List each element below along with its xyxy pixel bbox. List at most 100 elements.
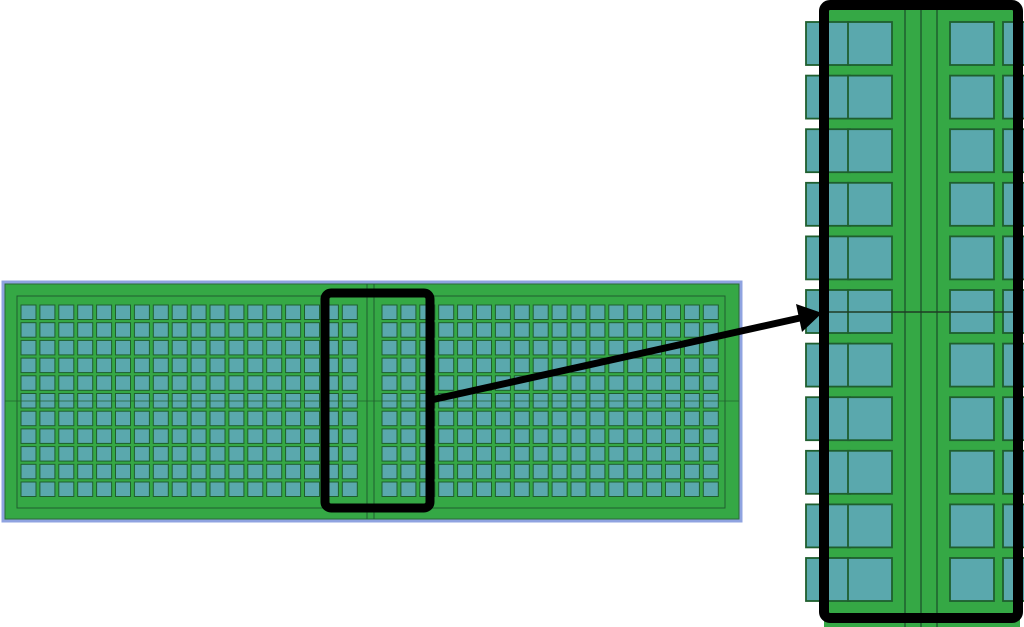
pad xyxy=(949,235,995,281)
pad xyxy=(665,304,681,320)
pad xyxy=(589,481,606,497)
pad xyxy=(476,339,492,356)
pad xyxy=(683,375,700,391)
pad xyxy=(513,446,530,462)
pad xyxy=(400,304,417,320)
pad xyxy=(494,322,511,338)
pad xyxy=(285,463,302,480)
pad xyxy=(847,74,893,120)
pad xyxy=(171,304,188,320)
pad xyxy=(702,339,719,356)
pad xyxy=(39,463,56,480)
pad xyxy=(58,304,75,320)
pad xyxy=(381,428,398,444)
pad xyxy=(551,339,568,356)
pad xyxy=(96,304,113,320)
pad xyxy=(341,304,358,320)
pad xyxy=(285,410,302,427)
pad xyxy=(133,481,150,497)
pad xyxy=(665,410,681,427)
pad xyxy=(646,304,663,320)
pad xyxy=(133,428,150,444)
pad xyxy=(190,339,207,356)
pad xyxy=(133,410,150,427)
pad xyxy=(58,428,75,444)
pad xyxy=(152,463,169,480)
pad xyxy=(608,410,625,427)
pad xyxy=(847,342,893,388)
pad xyxy=(39,357,56,374)
pad xyxy=(381,446,398,462)
pad xyxy=(20,357,37,374)
pad xyxy=(171,410,188,427)
pad xyxy=(683,446,700,462)
pad xyxy=(115,375,131,391)
pad xyxy=(551,304,568,320)
pad xyxy=(39,322,56,338)
zoom-arrow-line xyxy=(430,314,801,404)
pad xyxy=(457,304,474,320)
pad xyxy=(77,428,94,444)
pad xyxy=(209,375,226,391)
pad xyxy=(627,357,644,374)
pad xyxy=(190,428,207,444)
pad xyxy=(589,322,606,338)
pad xyxy=(381,339,398,356)
pad xyxy=(77,322,94,338)
pad xyxy=(702,304,719,320)
pad xyxy=(513,428,530,444)
pad xyxy=(266,446,283,462)
pad xyxy=(58,481,75,497)
pad xyxy=(209,357,226,374)
pad xyxy=(627,304,644,320)
pad xyxy=(77,304,94,320)
pad xyxy=(400,410,417,427)
pad xyxy=(190,410,207,427)
pad xyxy=(476,446,492,462)
pad xyxy=(949,449,995,495)
pad xyxy=(949,503,995,549)
pad xyxy=(589,446,606,462)
detail-frame xyxy=(819,0,1023,623)
pad xyxy=(20,339,37,356)
pad xyxy=(551,428,568,444)
pad xyxy=(152,339,169,356)
pad xyxy=(171,357,188,374)
pad xyxy=(304,428,320,444)
pad xyxy=(589,410,606,427)
pad xyxy=(77,410,94,427)
pad xyxy=(494,304,511,320)
pad xyxy=(228,339,245,356)
pad xyxy=(847,503,893,549)
pad xyxy=(381,357,398,374)
pad xyxy=(171,481,188,497)
pad xyxy=(457,481,474,497)
pad xyxy=(438,446,455,462)
pad xyxy=(570,463,587,480)
pad xyxy=(551,446,568,462)
pad xyxy=(646,428,663,444)
pad xyxy=(847,181,893,227)
pad xyxy=(646,410,663,427)
pad xyxy=(476,481,492,497)
pad xyxy=(589,375,606,391)
pad xyxy=(381,463,398,480)
pad xyxy=(476,428,492,444)
pad xyxy=(400,322,417,338)
pad xyxy=(228,428,245,444)
pad xyxy=(400,428,417,444)
pad xyxy=(513,481,530,497)
pad xyxy=(532,481,549,497)
pad xyxy=(476,357,492,374)
pad xyxy=(457,446,474,462)
pad xyxy=(570,304,587,320)
pad xyxy=(77,375,94,391)
pad xyxy=(570,375,587,391)
pad xyxy=(949,557,995,602)
pad xyxy=(39,446,56,462)
pad xyxy=(285,428,302,444)
pad xyxy=(551,463,568,480)
pad xyxy=(171,375,188,391)
pad xyxy=(304,322,320,338)
pad xyxy=(627,375,644,391)
